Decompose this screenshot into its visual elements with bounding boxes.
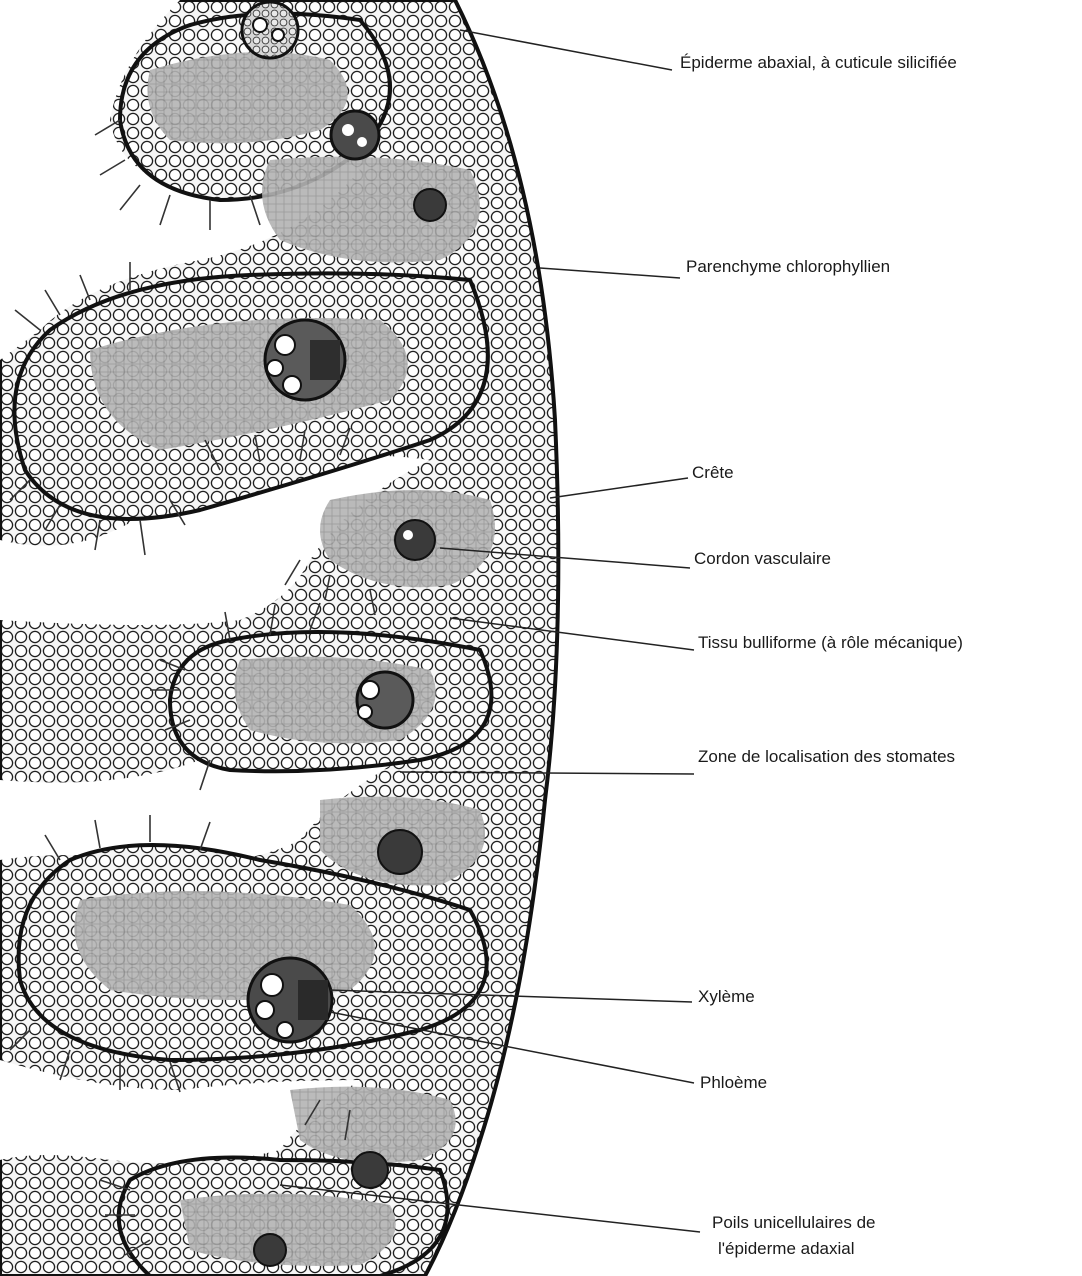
- vascular-bundle-large: [248, 958, 332, 1042]
- label-crete: Crête: [692, 462, 734, 484]
- label-zone-stomates: Zone de localisation des stomates: [698, 746, 955, 768]
- label-poils-line2: l'épiderme adaxial: [718, 1238, 855, 1260]
- vascular-bundle: [331, 111, 379, 159]
- label-parenchyme-chlorophyllien: Parenchyme chlorophyllien: [686, 256, 890, 278]
- label-cordon-vasculaire: Cordon vasculaire: [694, 548, 831, 570]
- label-xyleme: Xylème: [698, 986, 755, 1008]
- leader-epiderme: [460, 30, 672, 70]
- label-tissu-bulliforme: Tissu bulliforme (à rôle mécanique): [698, 632, 963, 654]
- leader-crete: [550, 478, 688, 498]
- label-phloeme: Phloème: [700, 1072, 767, 1094]
- leaf-tissue: [0, 0, 558, 1276]
- leader-parenchyme: [540, 268, 680, 278]
- vascular-bundle: [395, 520, 435, 560]
- label-poils-line1: Poils unicellulaires de: [712, 1212, 875, 1234]
- vascular-bundle: [352, 1152, 388, 1188]
- vascular-bundle: [242, 2, 298, 58]
- vascular-bundle: [254, 1234, 286, 1266]
- vascular-bundle: [378, 830, 422, 874]
- vascular-bundle-large: [265, 320, 345, 400]
- vascular-bundle: [357, 672, 413, 728]
- label-epiderme-abaxial: Épiderme abaxial, à cuticule silicifiée: [680, 52, 957, 74]
- vascular-bundle: [414, 189, 446, 221]
